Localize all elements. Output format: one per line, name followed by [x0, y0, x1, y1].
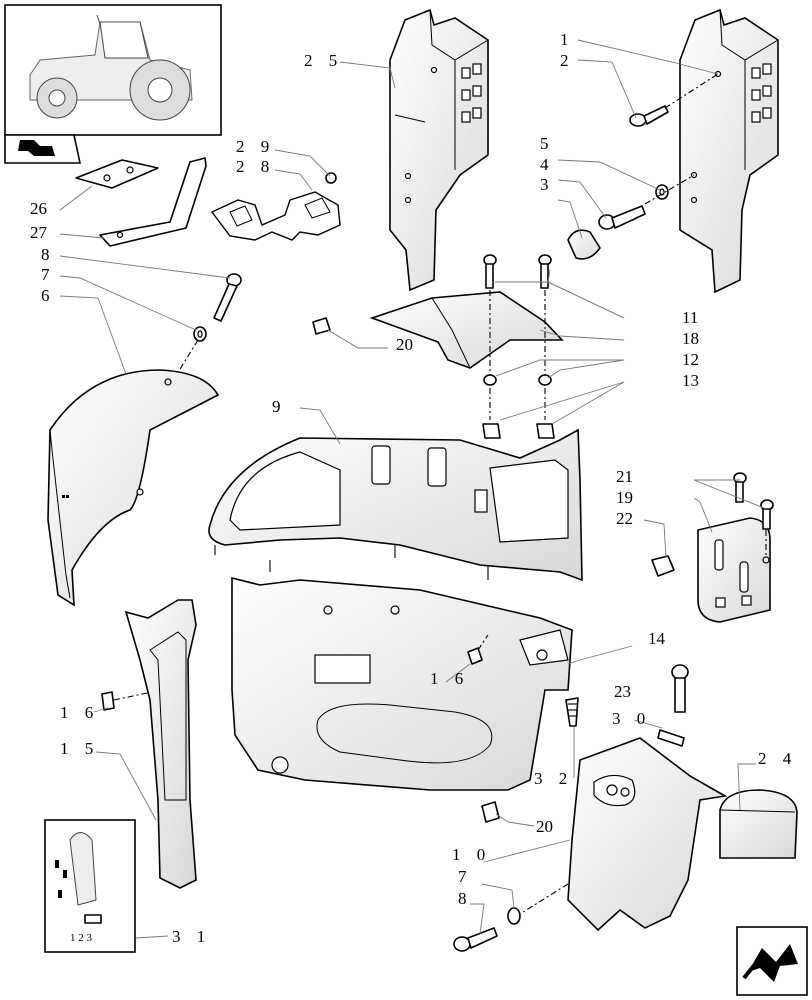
callout-30[interactable]: 3 0 — [612, 709, 651, 728]
part-30-screw — [657, 729, 685, 747]
callout-6[interactable]: 6 — [41, 286, 50, 305]
callout-3[interactable]: 3 — [540, 175, 549, 194]
part-6-panel — [47, 369, 220, 607]
callout-25[interactable]: 2 5 — [304, 51, 343, 70]
part-19-switch-plate — [697, 517, 771, 623]
callout-14[interactable]: 14 — [648, 629, 666, 648]
callout-labels: 1 2 3 4 5 6 7 7 8 8 9 1 0 11 12 13 14 1 … — [30, 30, 797, 946]
callout-27[interactable]: 27 — [30, 223, 48, 242]
part-7-washer-lower — [507, 907, 521, 925]
part-4-bolt — [598, 205, 646, 230]
part-9-frame — [208, 428, 583, 582]
part-1-pillar — [679, 8, 779, 294]
callout-9[interactable]: 9 — [272, 397, 281, 416]
part-23-bolt — [671, 664, 689, 713]
callout-24[interactable]: 2 4 — [758, 749, 797, 768]
part-2-screw — [629, 73, 719, 127]
callout-19[interactable]: 19 — [616, 488, 633, 507]
part-29-nut — [325, 172, 337, 184]
part-28-clip — [210, 191, 341, 241]
callout-13[interactable]: 13 — [682, 371, 699, 390]
callout-20-upper[interactable]: 20 — [396, 335, 413, 354]
callout-16-right[interactable]: 1 6 — [430, 669, 469, 688]
callout-16-left[interactable]: 1 6 — [60, 703, 99, 722]
part-14-side-panel — [231, 576, 573, 791]
callout-1[interactable]: 1 — [560, 30, 569, 49]
part-20-clip-upper — [312, 317, 331, 335]
callout-22[interactable]: 22 — [616, 509, 633, 528]
part-22-clip — [651, 555, 675, 577]
navigation-arrow-icon[interactable] — [736, 926, 808, 996]
part-12-washers — [483, 374, 552, 386]
part-18-shelf — [369, 291, 564, 369]
part-8-bolt-lower — [453, 927, 498, 952]
inset-detail-label: 1 2 3 — [70, 932, 93, 944]
callout-21[interactable]: 21 — [616, 467, 633, 486]
part-16-screw-left — [101, 691, 153, 711]
callout-31[interactable]: 3 1 — [172, 927, 211, 946]
callout-4[interactable]: 4 — [540, 155, 549, 174]
tractor-thumbnail[interactable] — [4, 4, 222, 136]
part-11-screws — [483, 254, 552, 420]
leader-lines — [59, 39, 765, 939]
callout-20-lower[interactable]: 20 — [536, 817, 553, 836]
callout-26[interactable]: 26 — [30, 199, 47, 218]
part-7-washer-upper — [171, 326, 207, 383]
callout-8-lower[interactable]: 8 — [458, 889, 467, 908]
part-21-screws — [733, 472, 774, 556]
callout-2[interactable]: 2 — [560, 51, 569, 70]
part-20-clip-lower — [481, 801, 500, 823]
callout-5[interactable]: 5 — [540, 134, 549, 153]
callout-29[interactable]: 2 9 — [236, 137, 275, 156]
part-16-screw-right — [467, 634, 489, 665]
inset-detail-31: 1 2 3 — [44, 819, 136, 953]
callout-23[interactable]: 23 — [614, 682, 631, 701]
part-32-screw — [565, 697, 579, 727]
part-8-bolt-upper — [213, 273, 242, 322]
callout-11[interactable]: 11 — [682, 308, 698, 327]
callout-7-upper[interactable]: 7 — [41, 265, 50, 284]
callout-7-lower[interactable]: 7 — [458, 867, 467, 886]
book-icon[interactable] — [4, 134, 81, 164]
callout-32[interactable]: 3 2 — [534, 769, 573, 788]
part-5-washer — [644, 174, 695, 205]
callout-28[interactable]: 2 8 — [236, 157, 275, 176]
part-15-post — [124, 599, 197, 889]
callout-8-upper[interactable]: 8 — [41, 245, 50, 264]
part-25-pillar — [389, 8, 489, 292]
callout-18[interactable]: 18 — [682, 329, 699, 348]
callout-12[interactable]: 12 — [682, 350, 699, 369]
tractor-thumbnail-icon — [29, 14, 193, 121]
callout-15[interactable]: 1 5 — [60, 739, 99, 758]
part-26-plate — [75, 159, 159, 189]
callout-10[interactable]: 1 0 — [452, 845, 491, 864]
part-10-lower-panel — [519, 737, 728, 932]
part-13-nuts — [482, 423, 555, 439]
part-3-cap — [567, 229, 601, 260]
part-27-bracket — [99, 157, 207, 247]
part-24-cover — [719, 789, 798, 859]
